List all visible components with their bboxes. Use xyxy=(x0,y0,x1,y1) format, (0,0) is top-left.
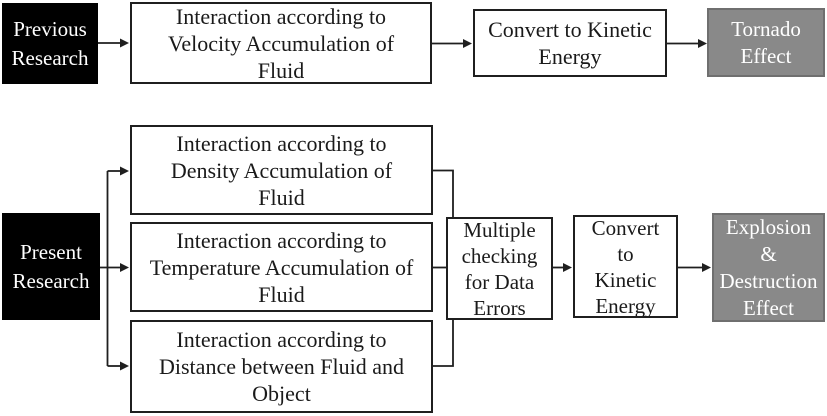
arrowhead xyxy=(120,361,129,371)
explosion-destruction-effect-box: Explosion & Destruction Effect xyxy=(712,213,825,322)
arrowhead xyxy=(698,39,707,48)
present-research-box: Present Research xyxy=(2,213,100,320)
distance-interaction-box: Interaction according to Distance betwee… xyxy=(130,320,433,413)
explosion-destruction-effect-label: Explosion & Destruction Effect xyxy=(719,214,818,320)
arrowhead xyxy=(120,263,129,272)
arrowhead xyxy=(463,39,472,48)
multiple-checking-label: Multiple checking for Data Errors xyxy=(461,217,538,320)
convert-kinetic-bottom-box: Convert to Kinetic Energy xyxy=(573,215,678,318)
convert-kinetic-top-label: Convert to Kinetic Energy xyxy=(488,17,652,69)
velocity-interaction-box: Interaction according to Velocity Accumu… xyxy=(130,2,432,84)
convert-kinetic-bottom-label: Convert to Kinetic Energy xyxy=(591,215,660,318)
present-row-branch-connectors xyxy=(100,166,129,371)
arrowhead xyxy=(702,263,711,272)
multiple-checking-box: Multiple checking for Data Errors xyxy=(446,217,553,320)
temperature-interaction-box: Interaction according to Temperature Acc… xyxy=(130,222,433,312)
velocity-interaction-label: Interaction according to Velocity Accumu… xyxy=(167,3,395,83)
previous-research-label: Previous Research xyxy=(11,16,89,70)
convert-kinetic-top-box: Convert to Kinetic Energy xyxy=(473,9,667,77)
previous-research-box: Previous Research xyxy=(2,3,98,84)
density-interaction-box: Interaction according to Density Accumul… xyxy=(130,125,433,215)
density-interaction-label: Interaction according to Density Accumul… xyxy=(170,130,393,210)
distance-interaction-label: Interaction according to Distance betwee… xyxy=(159,327,404,406)
tornado-effect-label: Tornado Effect xyxy=(731,16,801,68)
temperature-interaction-label: Interaction according to Temperature Acc… xyxy=(149,227,414,307)
arrowhead xyxy=(120,38,129,48)
present-research-label: Present Research xyxy=(12,239,90,293)
arrowhead xyxy=(120,166,129,176)
arrowhead xyxy=(563,263,572,272)
tornado-effect-box: Tornado Effect xyxy=(707,8,825,77)
